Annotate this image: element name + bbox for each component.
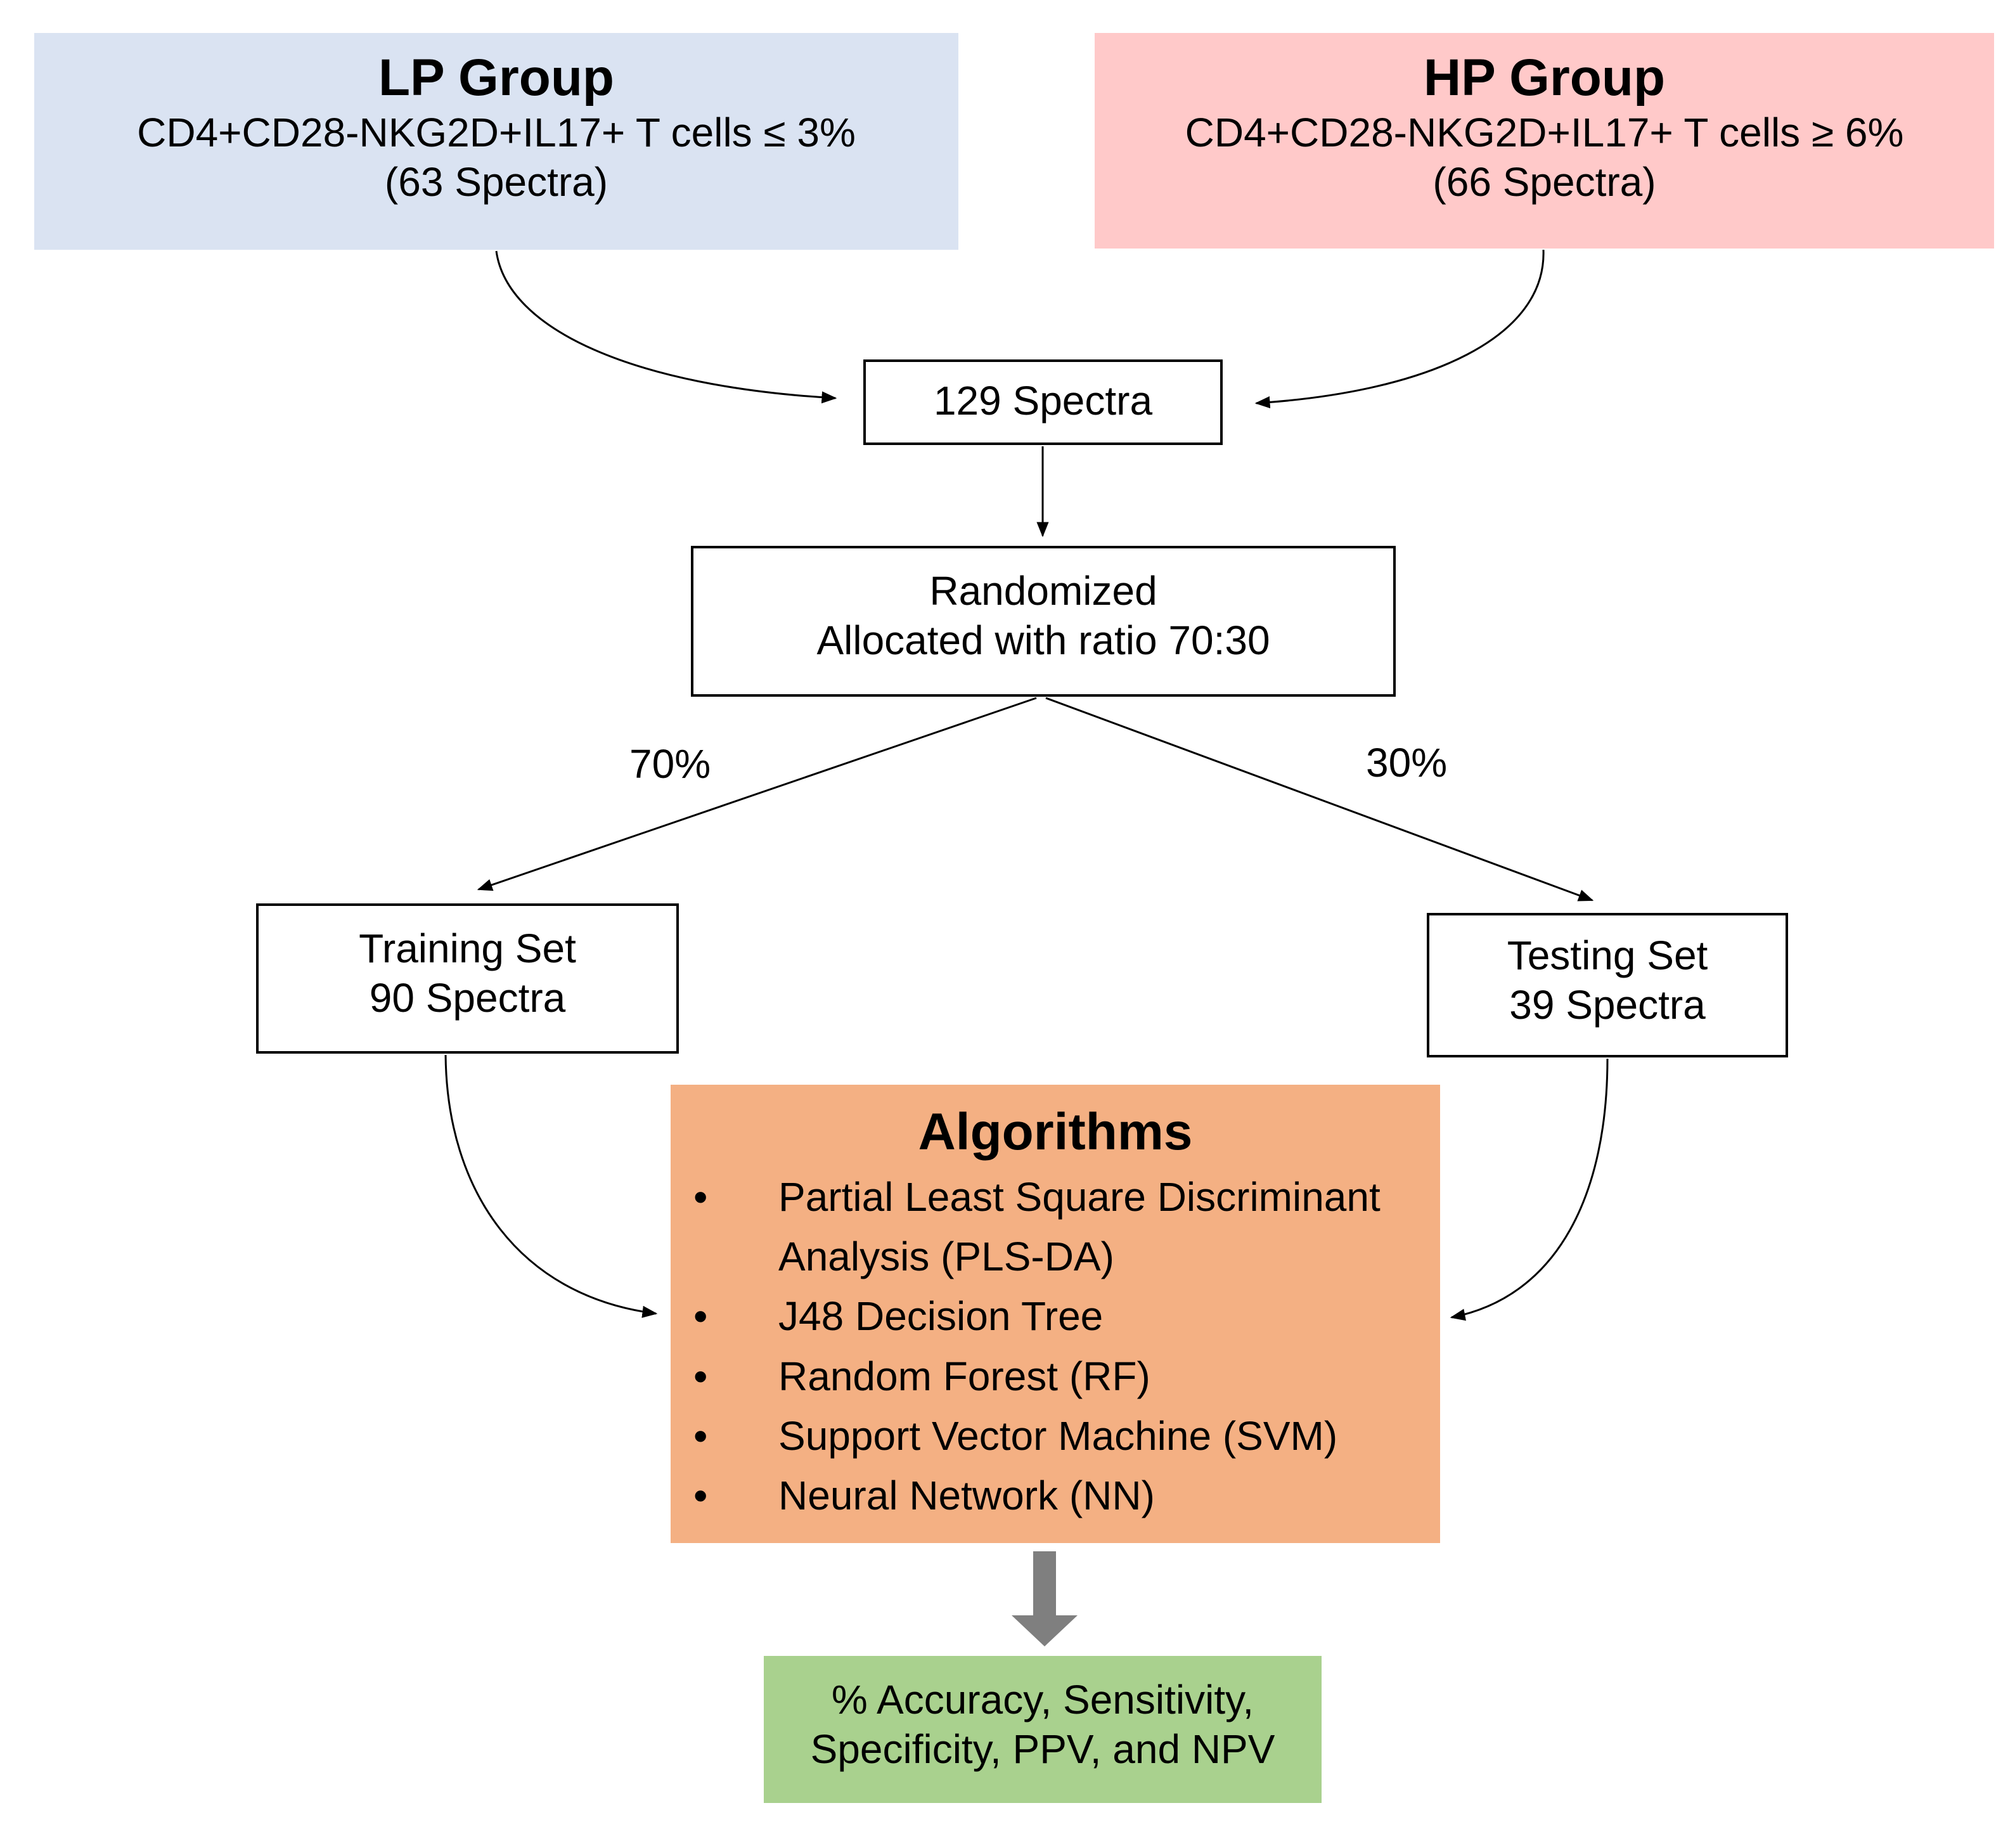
randomization-line1: Randomized bbox=[929, 568, 1157, 614]
hp-group-criterion: CD4+CD28-NKG2D+IL17+ T cells ≥ 6% bbox=[1185, 110, 1904, 156]
randomization-box: Randomized Allocated with ratio 70:30 bbox=[691, 546, 1396, 697]
arrow-lp-to-combined bbox=[495, 250, 837, 404]
lp-group-count: (63 Spectra) bbox=[384, 159, 608, 205]
testing-split-label: 30% bbox=[1366, 740, 1448, 785]
lp-group-box: LP Group CD4+CD28-NKG2D+IL17+ T cells ≤ … bbox=[34, 33, 958, 250]
algorithm-item-label: Partial Least Square Discriminant Analys… bbox=[778, 1174, 1381, 1280]
combined-spectra-box: 129 Spectra bbox=[863, 359, 1223, 445]
algorithm-item: • Random Forest (RF) bbox=[671, 1347, 1440, 1406]
bullet-icon: • bbox=[693, 1293, 708, 1340]
bullet-icon: • bbox=[693, 1412, 708, 1459]
algorithms-title: Algorithms bbox=[918, 1103, 1193, 1161]
bullet-icon: • bbox=[693, 1353, 708, 1399]
arrow-training-to-algorithms bbox=[444, 1054, 658, 1318]
results-line2: Specificity, PPV, and NPV bbox=[810, 1726, 1275, 1773]
arrow-testing-to-algorithms bbox=[1450, 1058, 1609, 1321]
training-set-count: 90 Spectra bbox=[369, 975, 566, 1021]
arrow-random-to-training bbox=[477, 697, 1037, 891]
algorithms-list: • Partial Least Square Discriminant Anal… bbox=[671, 1167, 1440, 1525]
randomization-line2: Allocated with ratio 70:30 bbox=[816, 617, 1270, 664]
bullet-icon: • bbox=[693, 1174, 708, 1220]
hp-group-title: HP Group bbox=[1423, 49, 1666, 107]
algorithm-item-label: Neural Network (NN) bbox=[778, 1472, 1155, 1518]
arrow-hp-to-combined bbox=[1254, 249, 1545, 409]
arrow-random-to-testing bbox=[1045, 697, 1594, 901]
training-split-label: 70% bbox=[629, 741, 711, 787]
lp-group-title: LP Group bbox=[378, 49, 615, 107]
hp-group-count: (66 Spectra) bbox=[1432, 159, 1656, 205]
results-box: % Accuracy, Sensitivity, Specificity, PP… bbox=[764, 1656, 1322, 1803]
bullet-icon: • bbox=[693, 1472, 708, 1518]
algorithm-item: • Partial Least Square Discriminant Anal… bbox=[671, 1167, 1440, 1286]
algorithm-item-label: J48 Decision Tree bbox=[778, 1293, 1104, 1340]
algorithm-item-label: Random Forest (RF) bbox=[778, 1353, 1150, 1399]
lp-group-criterion: CD4+CD28-NKG2D+IL17+ T cells ≤ 3% bbox=[137, 110, 856, 156]
algorithm-item: • J48 Decision Tree bbox=[671, 1286, 1440, 1346]
testing-set-count: 39 Spectra bbox=[1509, 982, 1706, 1028]
hp-group-box: HP Group CD4+CD28-NKG2D+IL17+ T cells ≥ … bbox=[1095, 33, 1994, 249]
thick-arrow-algorithms-to-results bbox=[1012, 1551, 1078, 1646]
algorithms-box: Algorithms • Partial Least Square Discri… bbox=[671, 1085, 1440, 1543]
training-set-box: Training Set 90 Spectra bbox=[256, 903, 679, 1054]
testing-set-title: Testing Set bbox=[1507, 933, 1708, 978]
combined-spectra-label: 129 Spectra bbox=[933, 378, 1153, 423]
algorithm-item-label: Support Vector Machine (SVM) bbox=[778, 1412, 1338, 1459]
training-set-title: Training Set bbox=[359, 926, 576, 971]
algorithm-item: • Neural Network (NN) bbox=[671, 1466, 1440, 1525]
algorithm-item: • Support Vector Machine (SVM) bbox=[671, 1406, 1440, 1466]
testing-set-box: Testing Set 39 Spectra bbox=[1427, 913, 1788, 1057]
results-line1: % Accuracy, Sensitivity, bbox=[831, 1677, 1254, 1722]
